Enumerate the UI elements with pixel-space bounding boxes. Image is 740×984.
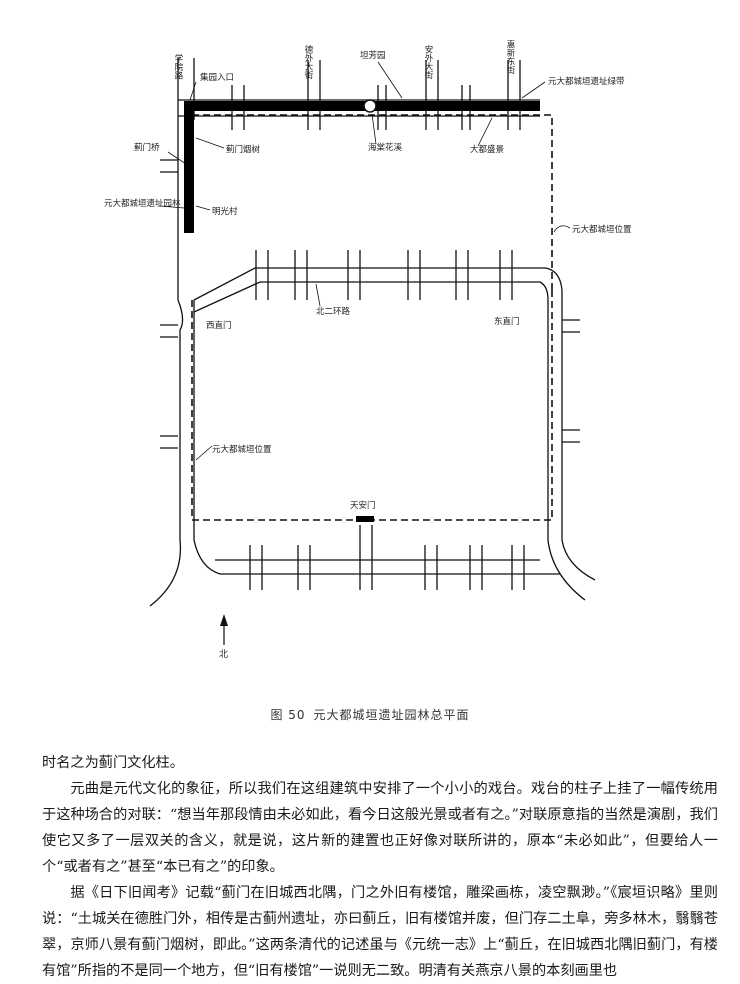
north-arrow: 北: [219, 614, 228, 660]
label-north-second-ring: 北二环路: [316, 306, 351, 317]
label-wall-left: 元大都城垣位置: [212, 444, 272, 455]
body-text: 时名之为蓟门文化柱。 元曲是元代文化的象征，所以我们在这组建筑中安排了一个小小的…: [42, 750, 718, 984]
site-plan-map: 北 学院路 集园入口 德外大街 坦芳园 安外大街 惠新东街 元大都城垣遗址绿带 …: [104, 39, 632, 660]
label-jimenqiao: 蓟门桥: [134, 142, 160, 153]
paragraph-2: 元曲是元代文化的象征，所以我们在这组建筑中安排了一个小小的戏台。戏台的柱子上挂了…: [42, 781, 718, 875]
label-dadu-shiyi: 大都盛景: [470, 144, 504, 155]
label-xizhimen: 西直门: [206, 320, 232, 331]
park-band: [184, 101, 540, 233]
label-huixin-east: 惠新东街: [505, 39, 515, 75]
label-mingguang: 明光村: [212, 206, 238, 217]
label-yuandadu-park: 元大都城垣遗址园林: [104, 198, 181, 209]
label-deshengwai: 德外大街: [303, 44, 313, 80]
label-tongfang: 坦芳园: [360, 50, 386, 61]
roundabout: [363, 99, 377, 113]
leader-lines: [159, 61, 571, 461]
label-waterway-inlet: 集园入口: [200, 72, 234, 83]
road-network: [149, 58, 596, 607]
figure-caption: 图 50 元大都城垣遗址园林总平面: [0, 706, 740, 723]
caption-text: 元大都城垣遗址园林总平面: [313, 708, 470, 722]
label-xueyuan-road: 学院路: [173, 53, 183, 80]
label-haitang: 海棠花溪: [368, 142, 403, 153]
label-anwai: 安外大街: [423, 44, 433, 80]
label-wall-right: 元大都城垣位置: [572, 224, 632, 235]
label-jimen-yanshu: 蓟门烟树: [226, 144, 261, 155]
paragraph-1: 时名之为蓟门文化柱。: [42, 755, 184, 771]
tiananmen-mark: [356, 516, 374, 522]
caption-number: 图 50: [270, 708, 306, 722]
map-labels: 学院路 集园入口 德外大街 坦芳园 安外大街 惠新东街 元大都城垣遗址绿带 蓟门…: [104, 39, 632, 511]
north-label: 北: [219, 649, 228, 660]
paragraph-3: 据《日下旧闻考》记载“蓟门在旧城西北隅，门之外旧有楼馆，雕梁画栋，凌空飘渺。”《…: [42, 885, 718, 979]
label-park-top: 元大都城垣遗址绿带: [548, 76, 625, 87]
label-tiananmen: 天安门: [350, 500, 376, 511]
label-dongzhimen: 东直门: [494, 316, 520, 327]
